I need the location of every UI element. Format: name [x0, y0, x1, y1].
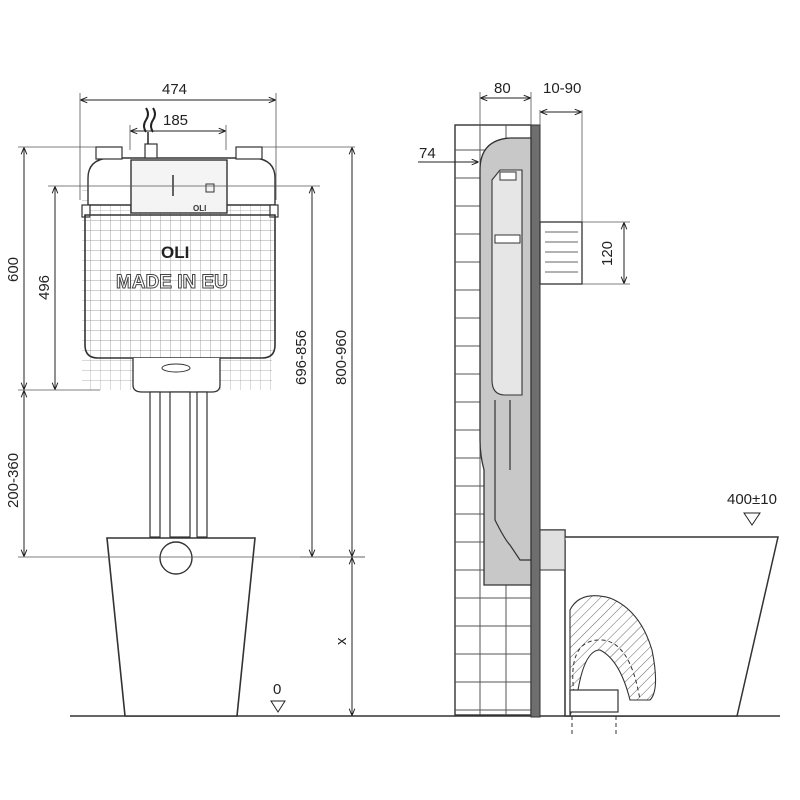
- dim-floor-zero: 0: [273, 681, 281, 698]
- dim-cistern-height: 600: [5, 257, 22, 282]
- support-leg-left: [149, 391, 161, 538]
- cistern-body: [84, 214, 276, 359]
- dim-button-height: 120: [599, 241, 616, 266]
- flush-button-box: [539, 221, 583, 285]
- support-leg-right: [196, 391, 208, 538]
- dim-inlet-offset: 185: [163, 112, 188, 129]
- toilet-pan-front: [106, 537, 256, 717]
- dim-width: 474: [162, 81, 187, 98]
- pan-outlet: [159, 541, 193, 575]
- side-view: 80 10-90 74 120 400±10: [418, 80, 779, 736]
- made-in-label: MADE IN EU: [116, 272, 228, 293]
- water-inlet-icon: [143, 107, 156, 133]
- dim-leg-range: 200-360: [5, 453, 22, 508]
- dim-floor-variable: x: [333, 637, 350, 645]
- brand-badge: OLI: [193, 204, 206, 213]
- pan-hatched-section: [569, 595, 657, 717]
- floor-drain: [569, 689, 619, 713]
- dim-total-range: 800-960: [333, 330, 350, 385]
- inlet-valve: [144, 143, 158, 159]
- dim-inner-depth: 74: [419, 145, 436, 162]
- front-view: OLI OLI MADE IN EU: [5, 81, 365, 717]
- dim-depth: 80: [494, 80, 511, 97]
- flush-module: [130, 159, 228, 214]
- dim-outlet-range: 696-856: [293, 330, 310, 385]
- dim-pan-height: 400±10: [727, 491, 777, 508]
- frame-panel: [530, 124, 541, 718]
- flush-pipe: [169, 391, 191, 538]
- brand-logo: OLI: [161, 243, 189, 262]
- floor-level-marker: [270, 700, 286, 713]
- dim-frame-height: 496: [36, 275, 53, 300]
- dim-wall-range: 10-90: [543, 80, 581, 97]
- pan-level-marker: [743, 512, 761, 526]
